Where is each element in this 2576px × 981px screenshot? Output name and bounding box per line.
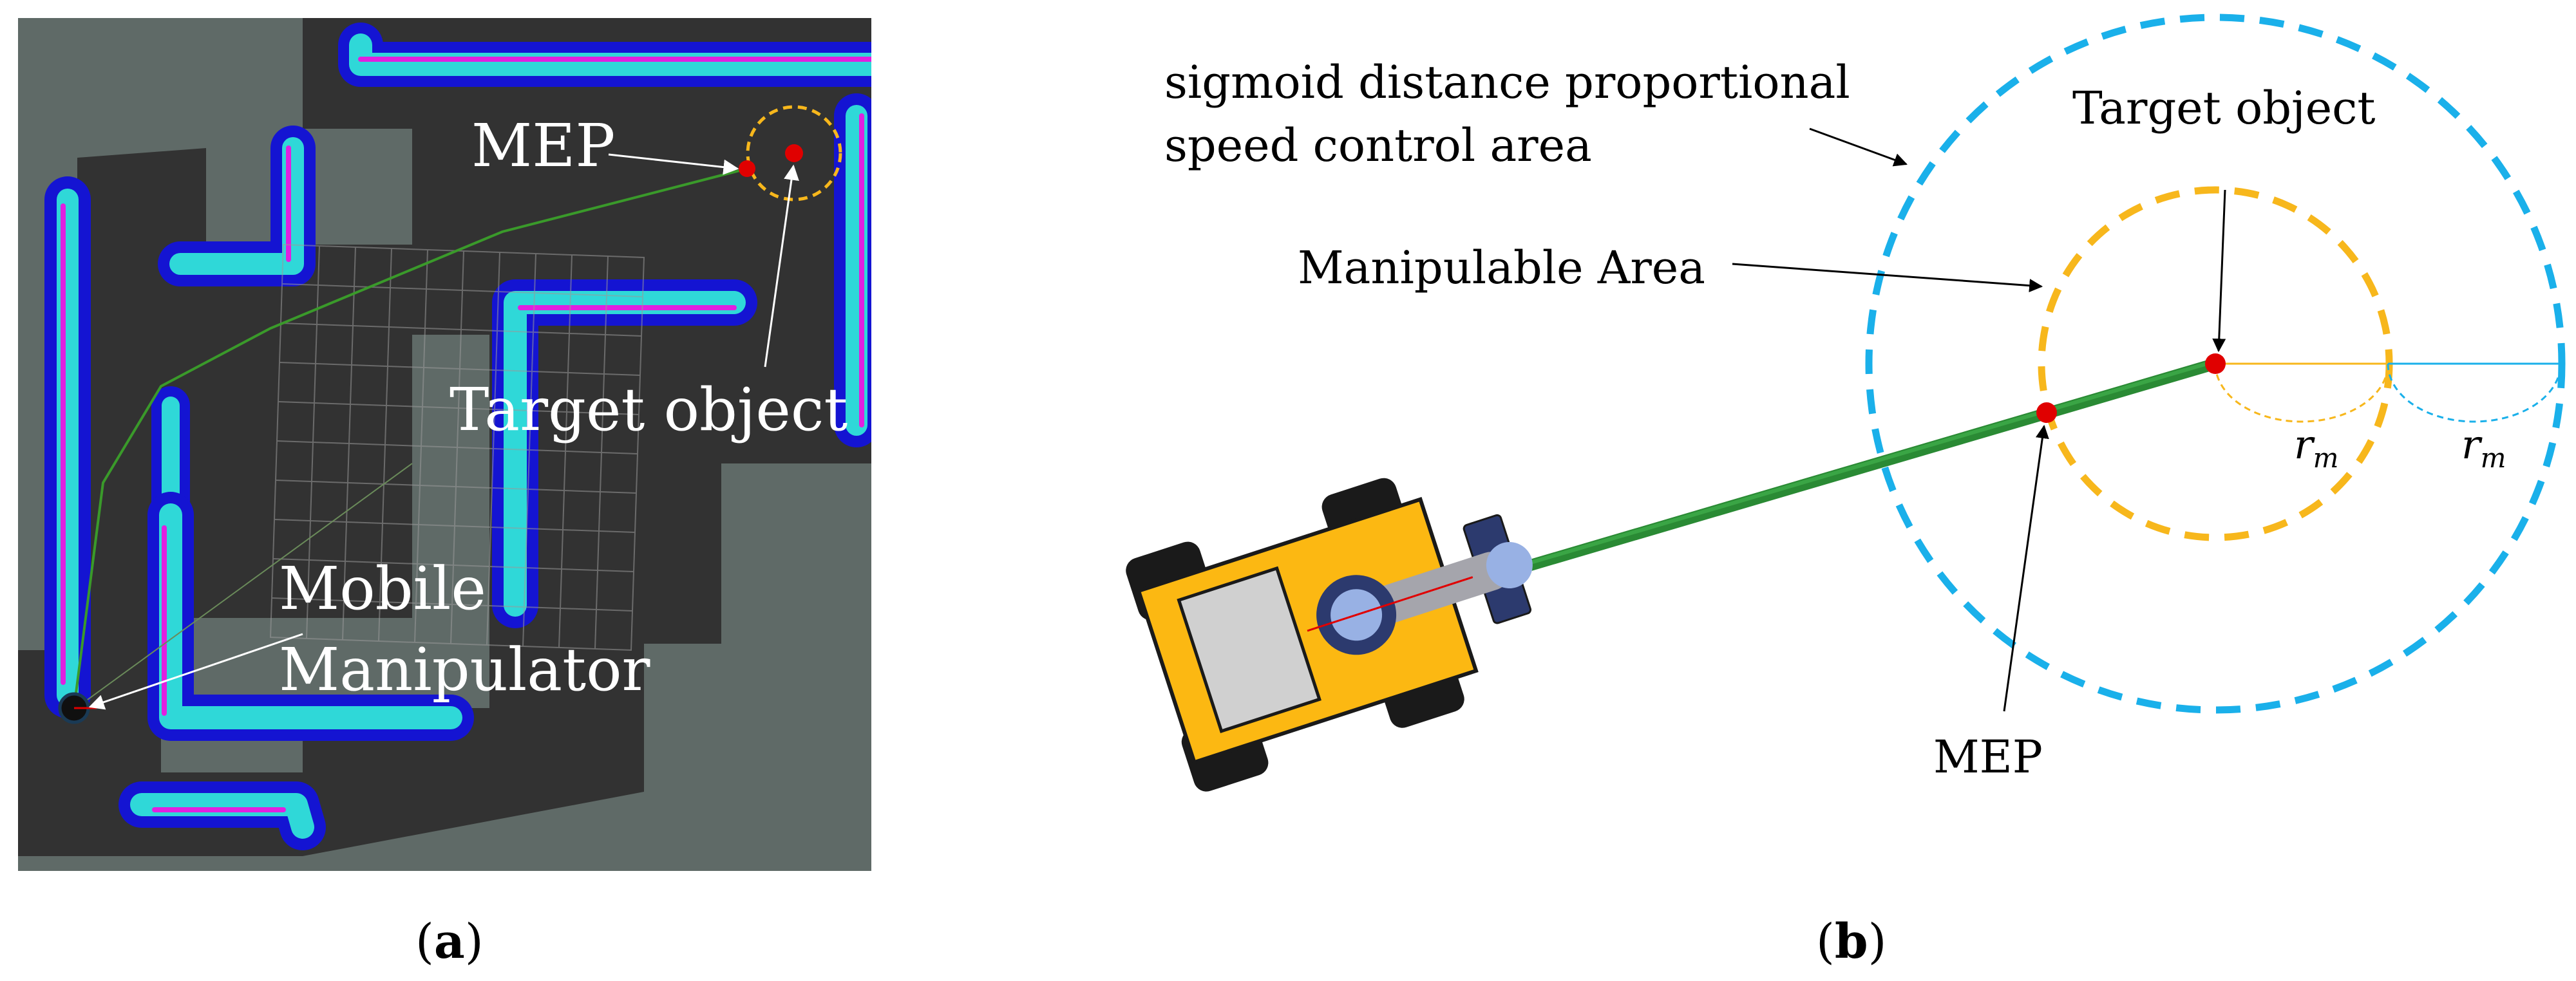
radius-label-outer: rm bbox=[2461, 421, 2506, 474]
label-target-object: Target object bbox=[2072, 82, 2375, 135]
robot-heading-line bbox=[75, 463, 413, 709]
label-manipulable-area: Manipulable Area bbox=[1298, 241, 1705, 294]
map-grid bbox=[269, 243, 645, 651]
mep-pointer bbox=[608, 153, 739, 175]
caption-b: (b) bbox=[1816, 914, 1887, 969]
mep-point bbox=[2036, 402, 2057, 423]
target-leader bbox=[2212, 189, 2226, 353]
sigmoid-leader bbox=[1809, 127, 1908, 167]
robot-heading bbox=[1307, 576, 1473, 632]
mep-leader bbox=[2003, 424, 2049, 712]
map-label-target: Target object bbox=[450, 375, 848, 444]
map-mep-point bbox=[739, 160, 755, 177]
map-label-mobile: Mobile bbox=[279, 554, 486, 623]
panel-b-diagram: sigmoid distance proportional speed cont… bbox=[1126, 14, 2566, 792]
radius-arc-inner bbox=[2214, 363, 2389, 423]
map-label-manipulator: Manipulator bbox=[279, 635, 650, 704]
target-pointer bbox=[764, 164, 799, 368]
planned-path bbox=[73, 167, 748, 709]
robot-pointer bbox=[88, 633, 303, 710]
obstacle-walls bbox=[44, 23, 871, 850]
speed-control-circle bbox=[1865, 14, 2566, 714]
approach-path bbox=[1520, 358, 2221, 572]
map-label-mep: MEP bbox=[471, 111, 615, 180]
label-mep: MEP bbox=[1933, 731, 2043, 783]
radius-label-inner: rm bbox=[2294, 421, 2338, 474]
target-point bbox=[2205, 353, 2226, 374]
approach-path-highlight bbox=[1524, 359, 2217, 566]
robot-top-panel bbox=[1177, 566, 1321, 733]
manipulable-leader bbox=[1732, 263, 2043, 293]
label-sigmoid-line2: speed control area bbox=[1164, 119, 1592, 172]
panel-a-map: MEP Target object Mobile Manipulator bbox=[18, 18, 871, 871]
mobile-manipulator-robot bbox=[1126, 478, 1533, 792]
label-sigmoid-line1: sigmoid distance proportional bbox=[1164, 56, 1850, 109]
caption-a: (a) bbox=[415, 914, 484, 969]
robot-arm-tip bbox=[1486, 542, 1533, 589]
map-target-point bbox=[785, 144, 803, 162]
radius-arc-outer bbox=[2387, 363, 2562, 423]
map-manipulable-circle bbox=[746, 105, 842, 201]
